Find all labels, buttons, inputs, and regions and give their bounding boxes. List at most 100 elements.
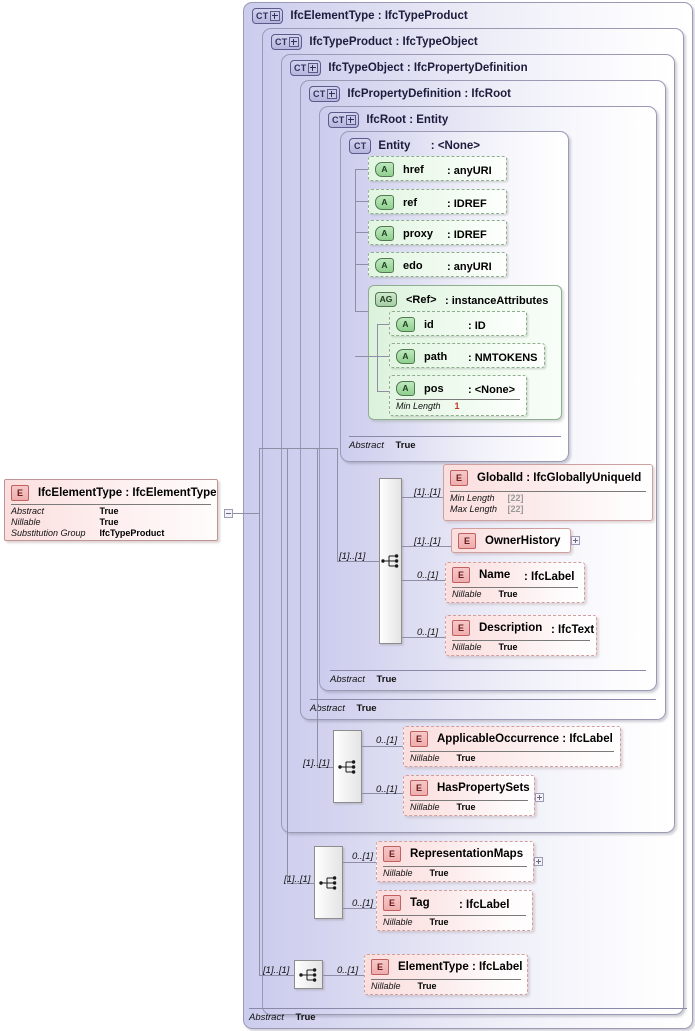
facet-row: Nillable True (371, 981, 521, 992)
facet-list: Nillable True (410, 751, 614, 764)
container-header: CT IfcRoot : Entity (328, 112, 448, 128)
abstract-label: Abstract (330, 674, 365, 685)
cardinality-description: 0..[1] (417, 627, 439, 638)
abstract-value: True (376, 674, 397, 685)
facet-key: Max Length (450, 504, 498, 514)
attribute-row: A pos (396, 381, 444, 396)
attribute-path[interactable]: A path : NMTOKENS (389, 343, 545, 368)
complextype-icon: CT (328, 112, 360, 128)
root-element-header: E IfcElementType : IfcElementType (11, 485, 217, 501)
attribute-edo[interactable]: A edo : anyURI (368, 252, 507, 277)
seq1-branch-globalid (402, 497, 443, 498)
facet-row: Nillable True (383, 868, 527, 879)
element-name: RepresentationMaps (410, 848, 524, 860)
attribute-id[interactable]: A id : ID (389, 311, 527, 336)
element-representationmaps[interactable]: E RepresentationMaps Nillable True (376, 841, 534, 882)
element-type: : IfcText (551, 624, 595, 636)
element-name-elem[interactable]: E Name : IfcLabel Nillable True (445, 562, 585, 603)
attribute-row: A edo (375, 258, 423, 273)
sequence-connector-ifcelementtype[interactable] (294, 960, 323, 989)
complextype-icon: CT (252, 8, 284, 24)
element-name: Tag (410, 897, 430, 909)
element-tag[interactable]: E Tag : IfcLabel Nillable True (376, 890, 533, 931)
facet-list: Nillable True (452, 587, 578, 600)
abstract-value: True (395, 440, 416, 451)
plus-expander-ownerhistory[interactable] (571, 536, 580, 545)
attribute-group-type: : instanceAttributes (445, 295, 549, 307)
element-elementtype[interactable]: E ElementType : IfcLabel Nillable True (364, 954, 528, 995)
facet-row: Nillable True (383, 917, 526, 928)
attr-trunk-line (355, 169, 356, 311)
facet-key: Nillable (410, 753, 440, 763)
seq2-branch-applicableoccurrence (362, 746, 403, 747)
abstract-footer-ifcpropertydefinition: Abstract True (310, 699, 656, 714)
element-description[interactable]: E Description : IfcText Nillable True (445, 615, 597, 656)
element-icon: E (458, 533, 476, 549)
element-ownerhistory[interactable]: E OwnerHistory (451, 528, 571, 553)
attribute-row: A id (396, 317, 434, 332)
refgroup-branch-id (377, 324, 389, 325)
trunk-line-ifctypeobject (317, 448, 318, 767)
sequence-icon (337, 759, 355, 774)
attribute-ref[interactable]: A ref : IDREF (368, 189, 507, 214)
facet-list: Nillable True (410, 800, 528, 813)
sequence-icon (298, 967, 316, 982)
complextype-icon: CT (349, 138, 372, 154)
expand-plus-icon (308, 63, 319, 73)
attribute-icon: A (375, 162, 394, 177)
attribute-name: edo (403, 259, 423, 272)
facet-value: True (429, 917, 449, 927)
element-header: E OwnerHistory (458, 533, 560, 549)
facet-list: Nillable True (452, 640, 590, 653)
element-icon: E (371, 959, 389, 975)
container-header: CT IfcTypeObject : IfcPropertyDefinition (290, 60, 528, 76)
attribute-icon: A (396, 381, 415, 396)
minus-expander-root[interactable] (224, 509, 233, 518)
attribute-proxy[interactable]: A proxy : IDREF (368, 220, 507, 245)
facet-value: [22] (507, 504, 524, 514)
element-header: E RepresentationMaps (383, 846, 523, 862)
refgroup-trunk-line (377, 324, 378, 391)
sequence-connector-ifcroot[interactable] (379, 478, 402, 644)
element-icon: E (452, 620, 470, 636)
attr-branch-ref (355, 201, 368, 202)
cardinality-name: 0..[1] (417, 570, 439, 581)
facet-list: Nillable True (383, 866, 527, 879)
expand-plus-icon (327, 89, 338, 99)
facet-row: Nillable True (452, 642, 590, 653)
root-element-ifcelementtype[interactable]: E IfcElementType : IfcElementType Abstra… (4, 479, 218, 541)
cardinality-sequence-ifcroot: [1]..[1] (339, 551, 366, 562)
attribute-row: A proxy (375, 226, 433, 241)
attr-branch-proxy (355, 232, 368, 233)
facet-key: Nillable (410, 802, 440, 812)
attribute-pos[interactable]: A pos : <None> Min Length 1 (389, 375, 527, 416)
element-icon: E (11, 485, 29, 501)
element-icon: E (383, 846, 401, 862)
element-name: Description (479, 622, 543, 634)
sequence-connector-ifctypeproduct[interactable] (314, 846, 343, 919)
plus-expander-representationmaps[interactable] (534, 857, 543, 866)
trunk-riser-line (259, 448, 260, 514)
attribute-type: : NMTOKENS (468, 352, 538, 364)
element-header: E HasPropertySets (410, 780, 530, 796)
attribute-group-name: <Ref> (406, 293, 437, 306)
facet-key: Nillable (452, 589, 482, 599)
property-value: IfcTypeProduct (99, 528, 165, 538)
abstract-value: True (295, 1012, 316, 1023)
facet-row: Nillable True (452, 589, 578, 600)
facet-list: Min Length 1 (396, 399, 520, 412)
sequence-connector-ifctypeobject[interactable] (333, 730, 362, 803)
facet-row: Nillable True (410, 753, 614, 764)
facet-value: True (456, 802, 476, 812)
attribute-href[interactable]: A href : anyURI (368, 156, 507, 181)
element-icon: E (450, 470, 468, 486)
element-applicableoccurrence[interactable]: E ApplicableOccurrence : IfcLabel Nillab… (403, 726, 621, 767)
element-icon: E (410, 731, 428, 747)
element-haspropertysets[interactable]: E HasPropertySets Nillable True (403, 775, 535, 816)
attr-branch-edo (355, 264, 368, 265)
sequence-icon (380, 554, 398, 568)
element-globalid[interactable]: E GlobalId : IfcGloballyUniqueId Min Len… (443, 464, 653, 521)
attributegroup-icon: AG (375, 292, 397, 307)
attribute-icon: A (375, 226, 394, 241)
plus-expander-haspropertysets[interactable] (535, 793, 544, 802)
